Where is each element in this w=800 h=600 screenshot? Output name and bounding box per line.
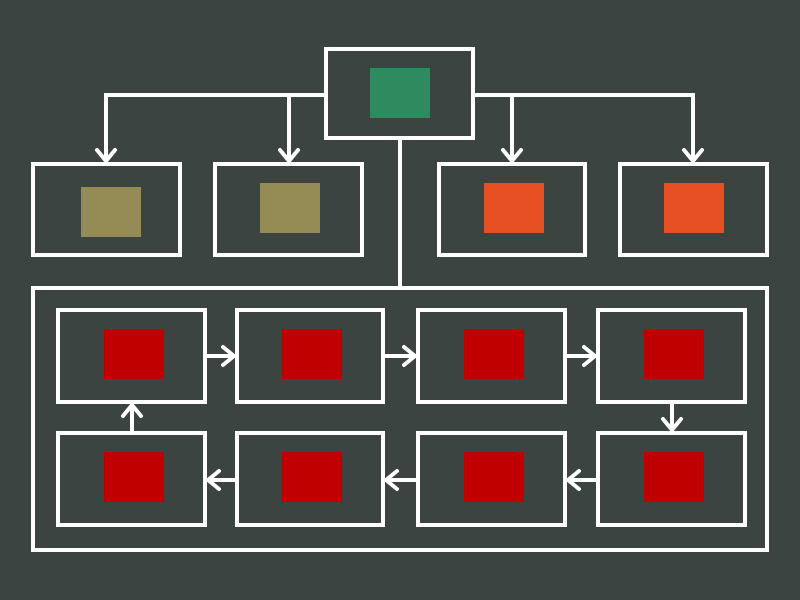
arrow-right-icon — [582, 345, 597, 367]
arrow-up-icon — [121, 403, 143, 418]
cycle-node-3 — [416, 308, 567, 404]
arrow-head-icon — [682, 148, 704, 163]
node-color-swatch — [104, 452, 164, 502]
node-color-swatch — [644, 452, 704, 502]
node-color-swatch — [644, 329, 704, 379]
child-node-2 — [213, 162, 364, 257]
arrow-left-icon — [566, 469, 581, 491]
child-node-1 — [31, 162, 182, 257]
arrow-left-icon — [206, 469, 221, 491]
node-color-swatch — [282, 329, 342, 379]
node-color-swatch — [370, 68, 430, 118]
cycle-node-1 — [56, 308, 207, 404]
arrow-head-icon — [278, 148, 300, 163]
node-color-swatch — [282, 452, 342, 502]
child-node-3 — [437, 162, 587, 257]
node-color-swatch — [464, 329, 524, 379]
arrow-right-icon — [402, 345, 417, 367]
cycle-group-container — [31, 286, 769, 552]
cycle-arrows — [121, 345, 683, 491]
node-color-swatch — [664, 183, 724, 233]
arrow-left-icon — [384, 469, 399, 491]
node-color-swatch — [484, 183, 544, 233]
child-node-4 — [618, 162, 769, 257]
arrow-right-icon — [221, 345, 236, 367]
node-color-swatch — [464, 452, 524, 502]
root-connectors — [95, 93, 704, 288]
node-color-swatch — [260, 183, 320, 233]
arrow-head-icon — [501, 148, 523, 163]
node-color-swatch — [104, 329, 164, 379]
arrow-down-icon — [661, 417, 683, 432]
arrow-head-icon — [95, 148, 117, 163]
node-color-swatch — [81, 187, 141, 237]
